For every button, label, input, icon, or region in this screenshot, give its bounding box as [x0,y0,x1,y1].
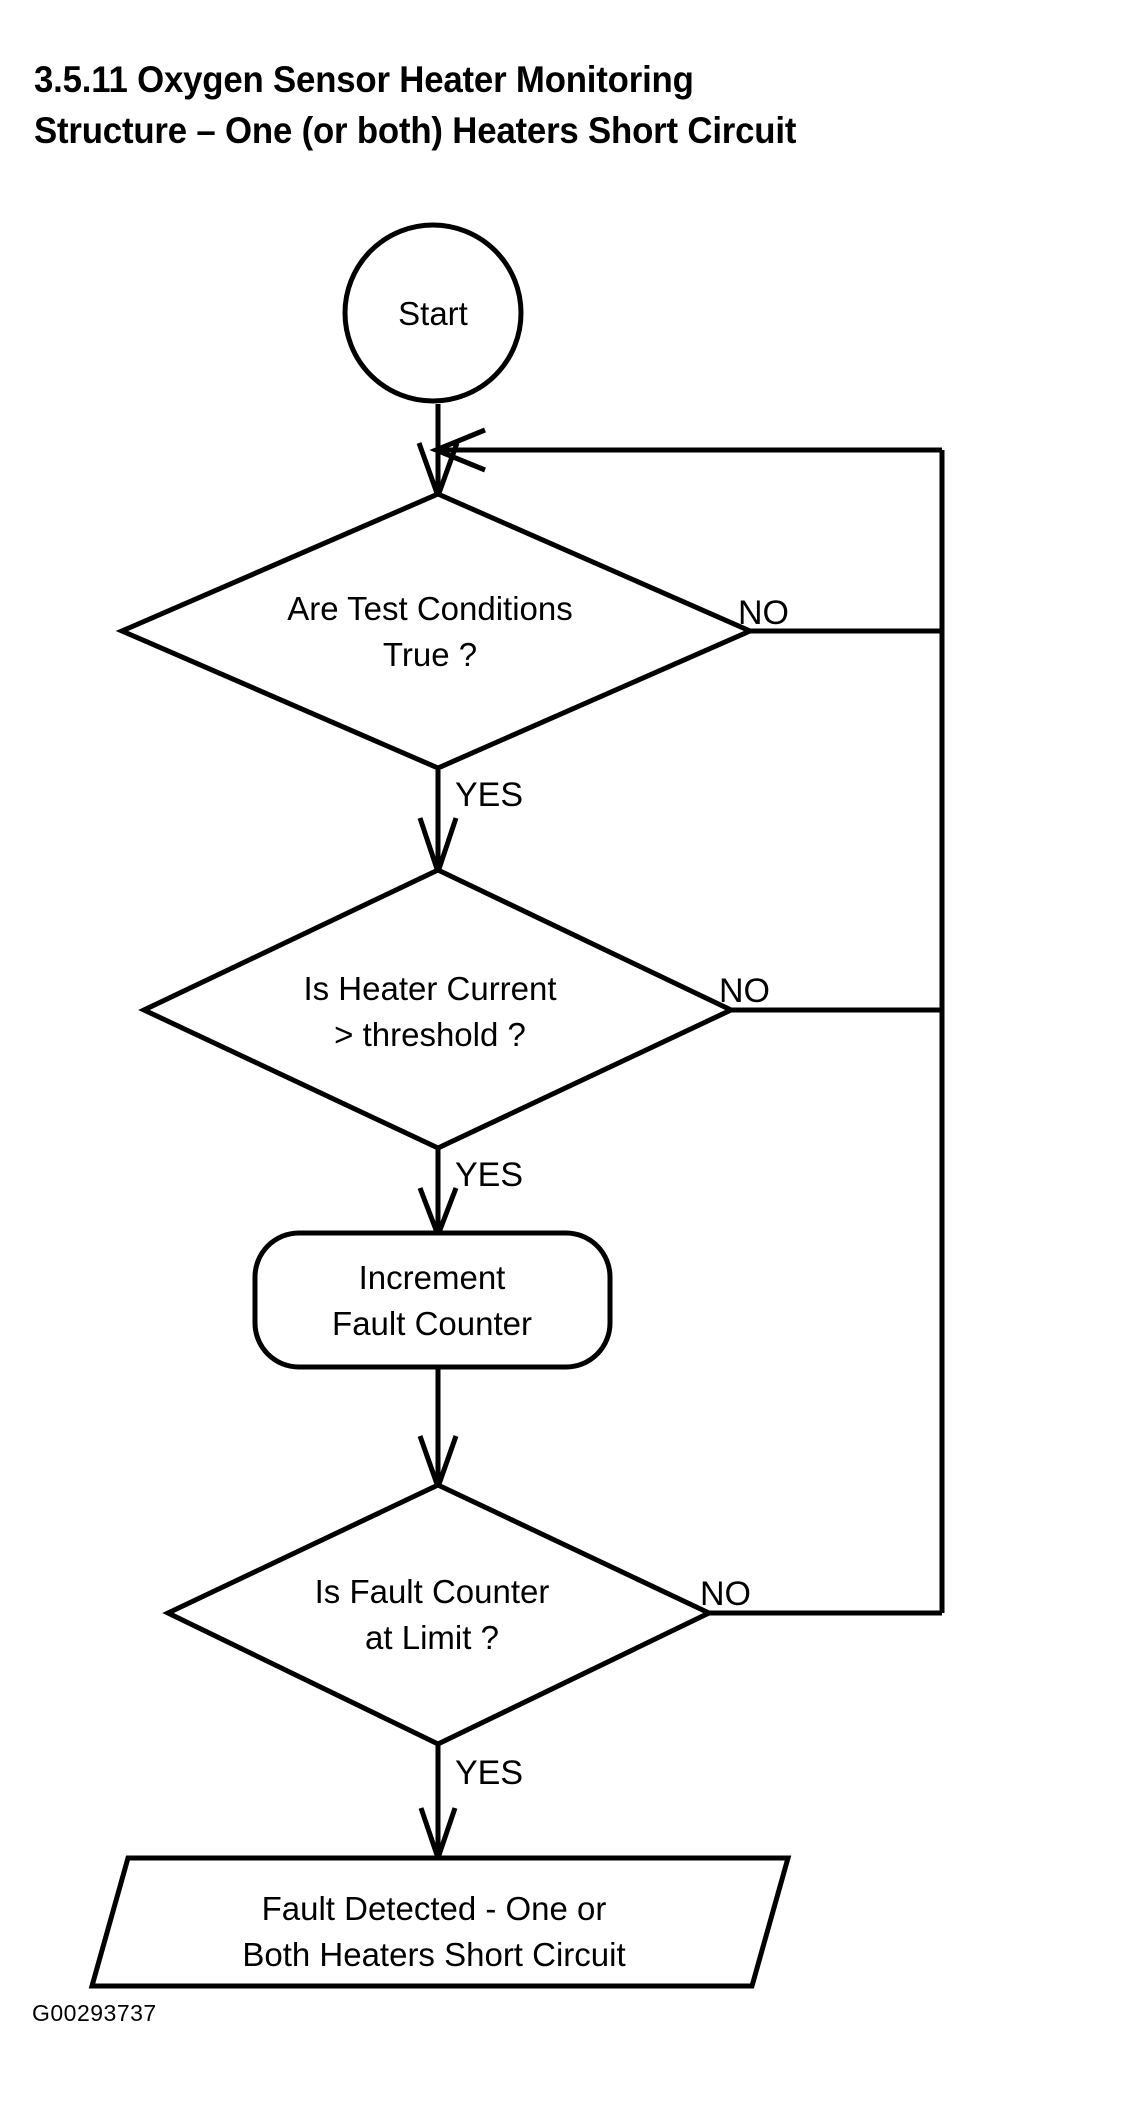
fault-detected-label-line-2: Both Heaters Short Circuit [242,1936,625,1973]
test-conditions-diamond-shape [115,491,757,771]
start-label: Start [398,295,468,332]
branch-label-no-3: NO [700,1575,751,1613]
title-line-1: 3.5.11 Oxygen Sensor Heater Monitoring [34,59,694,100]
increment-counter-label-line-1: Increment [359,1259,506,1296]
title-line-2: Structure – One (or both) Heaters Short … [34,110,797,151]
counter-at-limit-label-line-1: Is Fault Counter [315,1573,550,1610]
heater-current-diamond-shape [138,867,737,1151]
increment-counter-label-line-2: Fault Counter [332,1305,532,1342]
branch-label-yes-3: YES [455,1754,523,1792]
test-conditions-label-line-1: Are Test Conditions [287,590,573,627]
increment-counter-rounded-rect-shape [252,1230,613,1370]
node-fault-detected[interactable]: Fault Detected - One or Both Heaters Sho… [88,1855,792,1989]
counter-at-limit-label-line-2: at Limit ? [365,1619,499,1656]
fault-detected-parallelogram-shape [88,1855,792,1989]
node-test-conditions[interactable]: Are Test Conditions True ? [115,491,757,771]
page-title: 3.5.11 Oxygen Sensor Heater Monitoring S… [34,54,1049,156]
start-circle-shape [342,222,524,404]
node-increment-counter[interactable]: Increment Fault Counter [252,1230,613,1370]
figure-code: G00293737 [32,2000,157,2026]
branch-label-yes-1: YES [455,776,523,814]
heater-current-label-line-1: Is Heater Current [303,970,556,1007]
test-conditions-label-line-2: True ? [383,636,477,673]
fault-detected-label-line-1: Fault Detected - One or [262,1890,607,1927]
branch-label-yes-2: YES [455,1156,523,1194]
branch-label-no-2: NO [719,972,770,1010]
node-counter-at-limit[interactable]: Is Fault Counter at Limit ? [162,1482,715,1747]
node-heater-current[interactable]: Is Heater Current > threshold ? [138,867,737,1151]
counter-at-limit-diamond-shape [162,1482,715,1747]
branch-label-no-1: NO [738,594,789,632]
node-start[interactable]: Start [342,222,524,404]
heater-current-label-line-2: > threshold ? [334,1016,526,1053]
